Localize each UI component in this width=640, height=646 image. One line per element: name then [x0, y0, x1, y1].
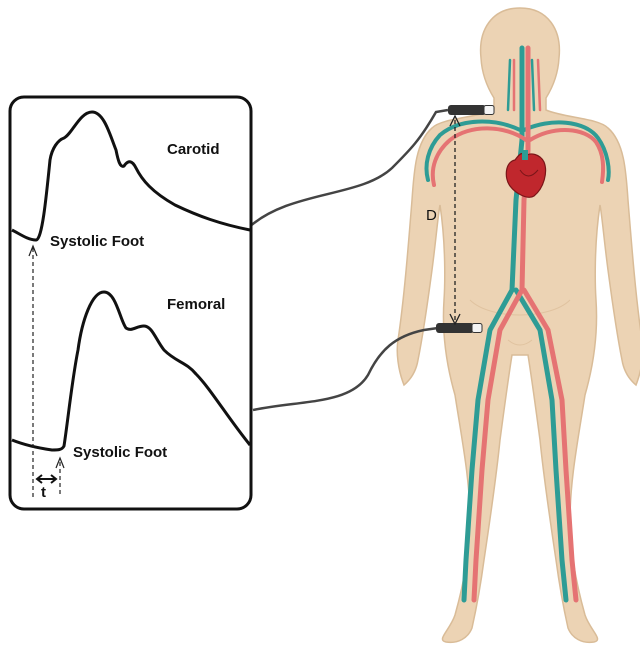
human-body [397, 8, 640, 642]
body-silhouette [397, 8, 640, 642]
carotid-probe-body [448, 105, 486, 115]
femoral-label: Femoral [167, 296, 225, 313]
systolic-foot-label-carotid: Systolic Foot [50, 233, 144, 250]
carotid-label: Carotid [167, 141, 220, 158]
time-delay-label: t [41, 484, 46, 501]
carotid-probe-tip [484, 106, 494, 115]
waveform-panel: Carotid Systolic Foot Femoral Systolic F… [10, 97, 251, 509]
systolic-foot-label-femoral: Systolic Foot [73, 444, 167, 461]
femoral-probe-tip [472, 324, 482, 333]
distance-label: D [426, 207, 437, 224]
